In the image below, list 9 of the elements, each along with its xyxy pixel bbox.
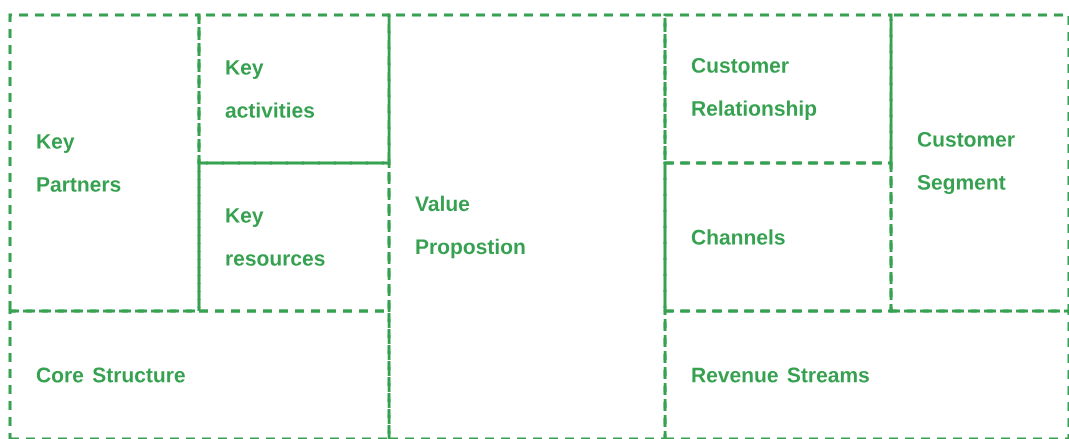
canvas-cell: Key activities: [197, 13, 391, 165]
canvas-cell: Customer Segment: [889, 13, 1069, 313]
canvas-cell: Value Propostion: [387, 13, 667, 439]
canvas-cell: Revenue Streams: [663, 309, 1069, 439]
canvas-cell: Channels: [663, 161, 893, 313]
canvas-cell: Core Structure: [8, 309, 391, 439]
canvas-cell: Key Partners: [8, 13, 201, 313]
canvas-cell: Key resources: [197, 161, 391, 313]
canvas-cell: Customer Relationship: [663, 13, 893, 165]
